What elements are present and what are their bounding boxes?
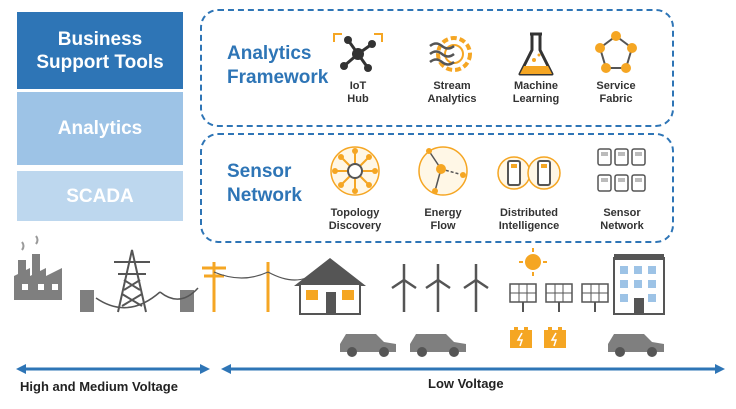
energy-flow-label: Energy Flow [424,207,462,232]
business-support-tools-layer: Business Support Tools [17,12,183,89]
transmission-tower-icon [114,249,150,313]
stream-analytics-icon [429,36,472,72]
apartment-building-icon [613,254,665,315]
scada-layer: SCADA [17,171,183,221]
car-icon [608,334,664,357]
sensor-network-box [200,133,674,243]
service-fabric-label: Service Fabric [596,80,636,105]
wind-turbine-icon [463,264,489,312]
sun-icon [519,248,547,276]
analytics-layer: Analytics [17,92,183,165]
low-voltage-arrow [221,364,725,374]
iot-hub-label: IoT Hub [347,80,369,105]
factory-icon [14,235,62,300]
wind-turbine-icon [425,264,451,312]
service-fabric-item: Service Fabric [571,28,661,106]
solar-panel-icon [545,283,573,312]
sensor-network-title: Sensor Network [227,161,302,206]
business-support-tools-label: Business Support Tools [36,28,164,73]
service-fabric-icon [595,31,637,73]
low-voltage-label: Low Voltage [428,376,504,391]
solar-panel-icon [581,283,609,312]
machine-learning-icon [518,32,554,76]
solar-panel-icon [509,283,537,312]
iot-hub-icon [333,33,383,72]
energy-flow-item: Energy Flow [398,141,488,233]
analytics-framework-box [200,9,674,127]
voltage-arrows [16,364,725,374]
car-icon [410,334,466,357]
high-medium-voltage-label: High and Medium Voltage [20,379,178,394]
distributed-intelligence-item: Distributed Intelligence [484,141,574,233]
stream-analytics-item: Stream Analytics [407,28,497,106]
transformer-icon [80,290,94,312]
grid-infrastructure-illustration [14,235,665,357]
energy-flow-icon [418,146,468,196]
topology-discovery-icon [330,146,380,196]
scada-label: SCADA [66,185,134,207]
analytics-label: Analytics [57,118,143,139]
sensor-network-item-label: Sensor Network [600,207,644,232]
distributed-intelligence-label: Distributed Intelligence [498,207,560,232]
analytics-framework-title: Analytics Framework [227,43,329,88]
wind-turbine-icon [391,264,417,312]
stream-analytics-label: Stream Analytics [427,80,477,105]
topology-discovery-item: Topology Discovery [310,141,400,233]
battery-icon [510,327,532,348]
iot-hub-item: IoT Hub [313,28,403,106]
distributed-intelligence-icon [497,156,561,190]
machine-learning-item: Machine Learning [491,28,581,106]
high-medium-voltage-arrow [16,364,210,374]
sensor-network-icon [597,148,646,192]
house-icon [294,258,366,315]
utility-pole-icon [202,262,226,312]
machine-learning-label: Machine Learning [512,80,560,105]
battery-icon [544,327,566,348]
car-icon [340,334,396,357]
sensor-network-item: Sensor Network [577,141,667,233]
topology-discovery-label: Topology Discovery [328,207,382,232]
